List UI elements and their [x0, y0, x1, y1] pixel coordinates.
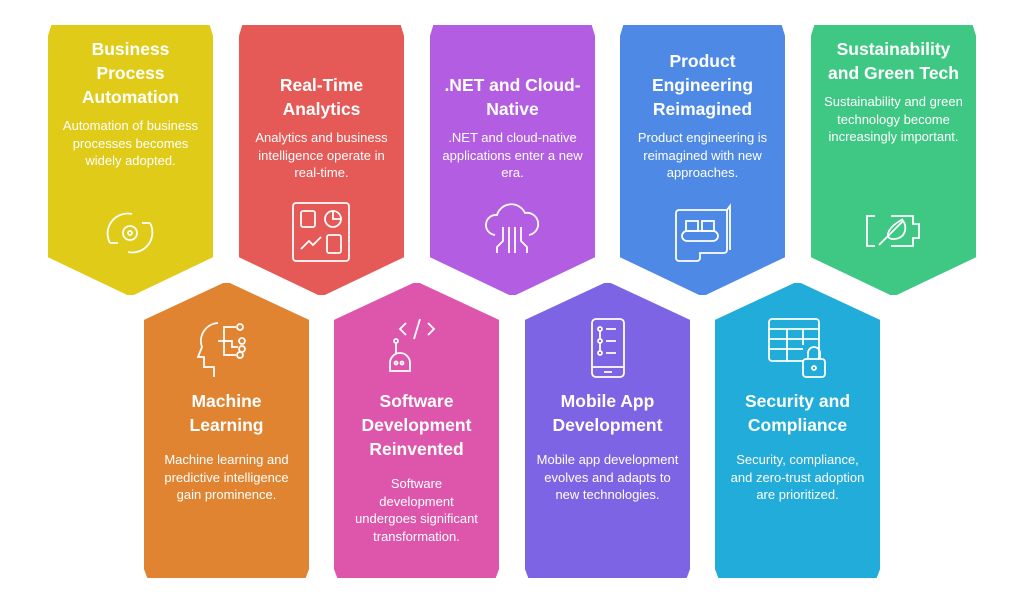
card-title: Security and Compliance: [744, 391, 851, 435]
card-business-process-automation: Business Process Automation Automation o…: [48, 25, 213, 295]
card-title: Business Process Automation: [81, 39, 180, 107]
card-title: Sustainability and Green Tech: [828, 39, 959, 83]
card-description: Security, compliance, and zero-trust ado…: [730, 452, 865, 502]
gear-cycle-icon: [106, 212, 154, 254]
card-title: .NET and Cloud-Native: [444, 75, 581, 119]
card-description: Software development undergoes significa…: [355, 476, 478, 544]
card-title: Software Development Reinvented: [361, 391, 472, 459]
card-title: Mobile App Development: [552, 391, 663, 435]
card-title: Machine Learning: [189, 391, 264, 435]
card-machine-learning: Machine Learning Machine learning and pr…: [144, 283, 309, 578]
conveyor-blueprint-icon: [675, 203, 731, 262]
code-robot-icon: [389, 318, 436, 372]
leaf-battery-icon: [866, 215, 920, 247]
card-description: .NET and cloud-native applications enter…: [442, 130, 583, 180]
dashboard-icon: [292, 202, 350, 262]
card-description: Mobile app development evolves and adapt…: [536, 452, 679, 502]
card-description: Sustainability and green technology beco…: [824, 94, 963, 144]
card-software-development: Software Development Reinvented Software…: [334, 283, 499, 578]
card-title: Real-Time Analytics: [279, 75, 364, 119]
table-lock-icon: [768, 318, 826, 378]
cloud-circuit-icon: [485, 203, 540, 253]
card-real-time-analytics: Real-Time Analytics Analytics and busine…: [239, 25, 404, 295]
card-mobile-app-development: Mobile App Development Mobile app develo…: [525, 283, 690, 578]
card-product-engineering: Product Engineering Reimagined Product e…: [620, 25, 785, 295]
card-description: Product engineering is reimagined with n…: [637, 130, 768, 180]
card-description: Automation of business processes becomes…: [62, 118, 199, 168]
card-sustainability-green-tech: Sustainability and Green Tech Sustainabi…: [811, 25, 976, 295]
card-description: Machine learning and predictive intellig…: [164, 452, 289, 502]
card-description: Analytics and business intelligence oper…: [255, 130, 388, 180]
card-security-compliance: Security and Compliance Security, compli…: [715, 283, 880, 578]
head-network-icon: [196, 322, 246, 377]
card-title: Product Engineering Reimagined: [651, 51, 754, 119]
smartphone-icon: [591, 318, 625, 378]
card-dotnet-cloud-native: .NET and Cloud-Native .NET and cloud-nat…: [430, 25, 595, 295]
